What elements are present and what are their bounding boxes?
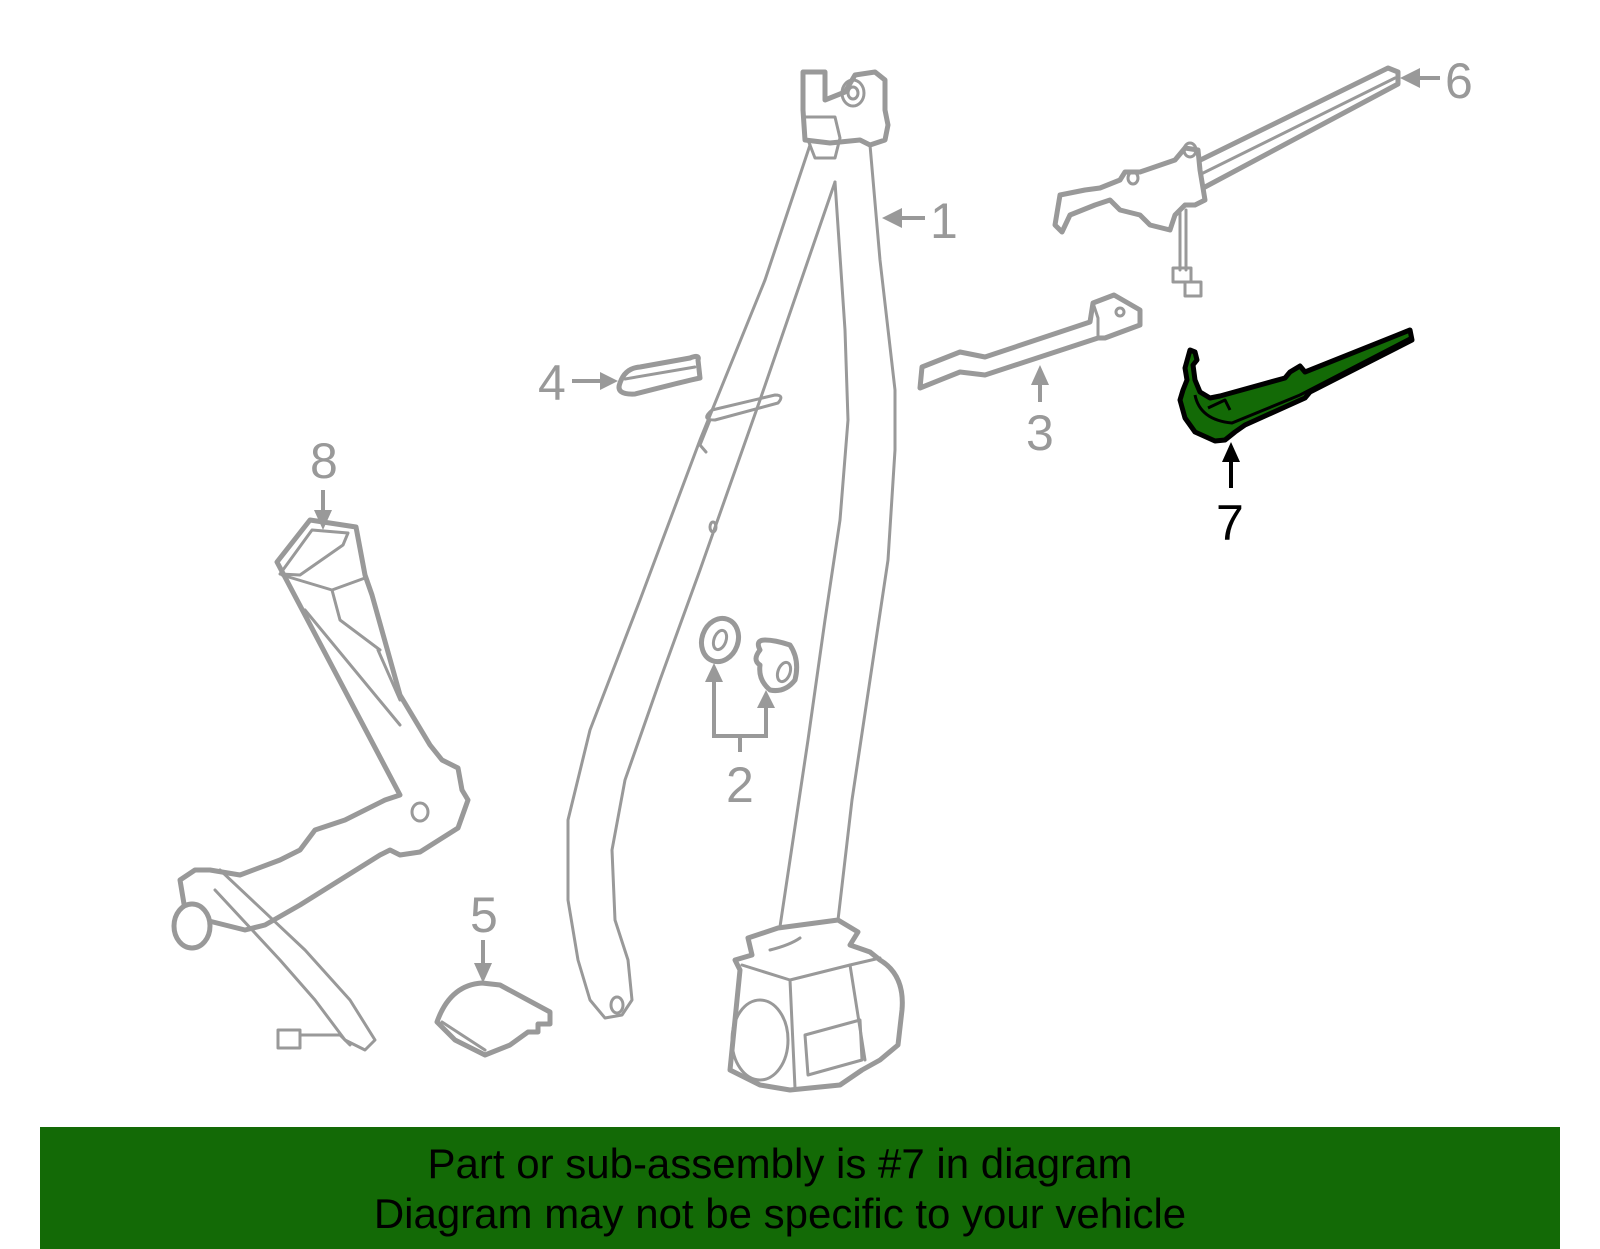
svg-text:1: 1	[930, 193, 958, 249]
svg-text:4: 4	[538, 355, 566, 411]
callout-4: 4	[538, 355, 618, 411]
part-2-washer-bolt	[698, 615, 800, 693]
banner-part-notice: Part or sub-assembly is #7 in diagram	[427, 1140, 1133, 1187]
callout-1: 1	[882, 193, 958, 249]
callout-6: 6	[1400, 53, 1473, 109]
callout-5: 5	[470, 887, 498, 983]
part-3-bracket	[917, 292, 1143, 391]
svg-text:8: 8	[310, 433, 338, 489]
svg-text:2: 2	[726, 757, 754, 813]
part-6-adjuster-rail	[1052, 65, 1401, 298]
callout-2: 2	[705, 663, 775, 813]
callout-7: 7	[1216, 442, 1244, 551]
part-7-highlighted	[1177, 327, 1415, 444]
svg-text:6: 6	[1445, 53, 1473, 109]
info-banner: Part or sub-assembly is #7 in diagram Di…	[40, 1127, 1560, 1249]
callout-3: 3	[1026, 365, 1054, 461]
part-5-cover	[434, 980, 553, 1058]
banner-disclaimer: Diagram may not be specific to your vehi…	[373, 1190, 1187, 1237]
part-1-seat-belt	[566, 69, 905, 1093]
svg-text:5: 5	[470, 887, 498, 943]
part-8-buckle	[171, 517, 471, 1052]
svg-text:3: 3	[1026, 405, 1054, 461]
part-4-guide-clip	[616, 353, 703, 397]
svg-text:7: 7	[1216, 495, 1244, 551]
callout-8: 8	[310, 433, 338, 530]
